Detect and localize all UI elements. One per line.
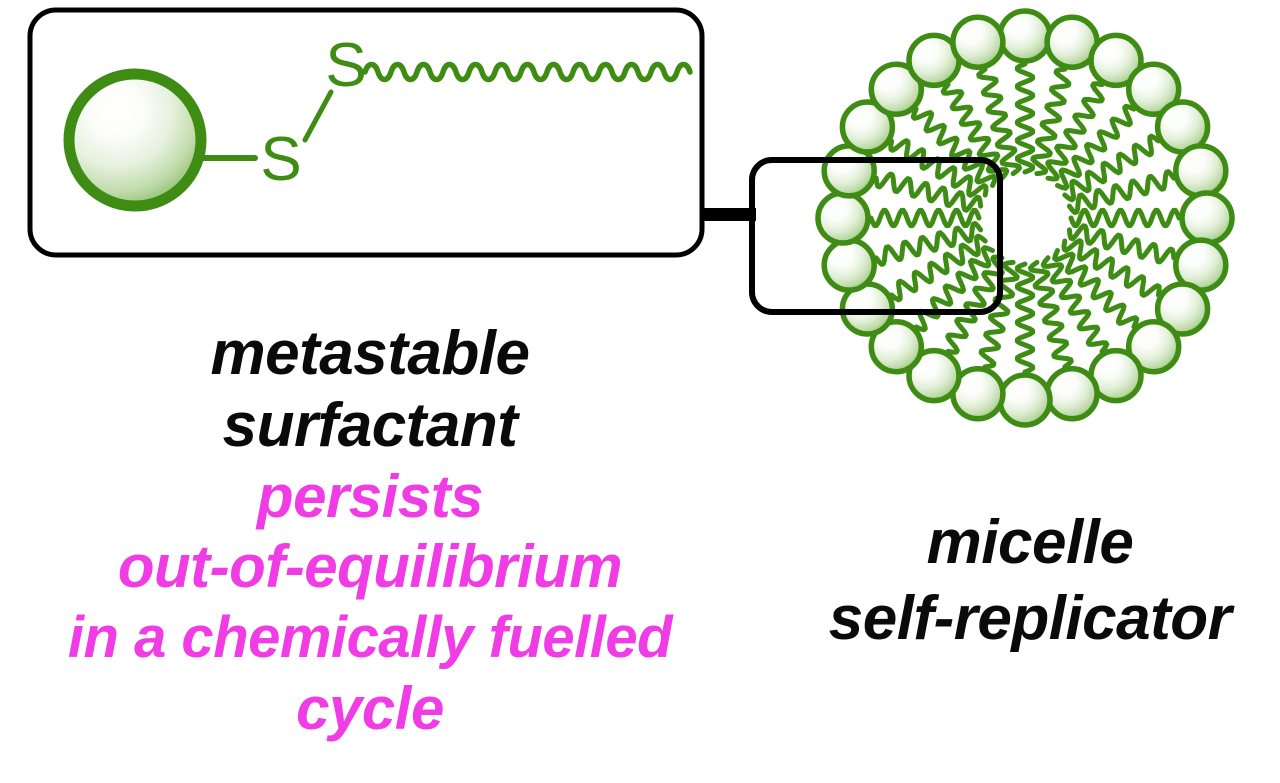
micelle-tail <box>1045 81 1105 182</box>
micelle-tail <box>945 254 1005 355</box>
micelle-tail <box>1028 259 1074 370</box>
caption-line-micelle: micelle <box>926 508 1134 577</box>
micelle-head-sphere <box>821 237 877 293</box>
micelle-head-sphere <box>997 372 1053 428</box>
caption-line-chemically-fuelled: in a chemically fuelled <box>67 605 673 670</box>
micelle-assembly <box>815 8 1235 428</box>
micelle-tail <box>1014 261 1036 375</box>
caption-line-cycle: cycle <box>296 675 444 742</box>
micelle-head-sphere <box>1125 318 1182 375</box>
micelle-head-sphere <box>868 61 925 118</box>
panel-connector-bar <box>696 208 756 221</box>
alkyl-chain-squiggle <box>362 61 693 83</box>
micelle-tail <box>1066 223 1177 265</box>
caption-line-out-of-equilibrium: out-of-equilibrium <box>117 533 623 600</box>
micelle-head-sphere <box>1088 32 1144 89</box>
caption-line-persists: persists <box>256 463 484 530</box>
micelle-head-sphere <box>950 14 1006 70</box>
micelle-tail <box>889 233 988 303</box>
micelle-tail <box>978 259 1020 370</box>
micelle-tail <box>1068 207 1182 229</box>
micelle-head-sphere <box>997 8 1053 64</box>
micelle-head-sphere <box>1044 366 1100 422</box>
micelle-tail <box>1040 255 1110 354</box>
micelle-tail <box>976 66 1022 177</box>
micelle-tail <box>910 106 998 188</box>
micelle-head-sphere <box>1125 61 1182 118</box>
disulfide-bond <box>302 89 334 143</box>
micelle-tail <box>1030 66 1072 177</box>
micelle-tail <box>888 138 989 198</box>
surfactant-molecule: S S <box>63 31 693 212</box>
micelle-tail <box>1061 238 1162 298</box>
micelle-zoom-region <box>749 157 1003 315</box>
micelle-head-sphere <box>839 99 896 155</box>
micelle-tail <box>873 171 984 213</box>
micelle-tail <box>1066 169 1177 215</box>
surfactant-head-sphere <box>63 68 207 212</box>
micelle-head-sphere <box>1179 190 1235 246</box>
caption-line-surfactant: surfactant <box>222 391 518 460</box>
left-caption-block: metastable surfactant persists out-of-eq… <box>0 318 740 744</box>
sulfur-label-upper: S <box>325 31 366 100</box>
right-caption-block: micelle self-replicator <box>780 505 1280 657</box>
caption-line-metastable: metastable <box>210 319 530 388</box>
sulfur-label-lower: S <box>260 125 301 194</box>
micelle-tail <box>873 221 984 267</box>
micelle-head-sphere <box>1173 143 1229 199</box>
micelle-tail <box>1052 248 1140 330</box>
caption-line-self-replicator: self-replicator <box>828 584 1232 653</box>
micelle-head-sphere <box>815 190 871 246</box>
micelle-head-sphere <box>868 318 925 375</box>
micelle-head-sphere <box>1154 281 1211 337</box>
micelle-tail <box>1014 61 1036 175</box>
micelle-tail <box>868 207 982 229</box>
micelle-tail <box>1062 133 1161 203</box>
micelle-head-sphere <box>906 347 962 404</box>
micelle-tail <box>1055 103 1137 191</box>
